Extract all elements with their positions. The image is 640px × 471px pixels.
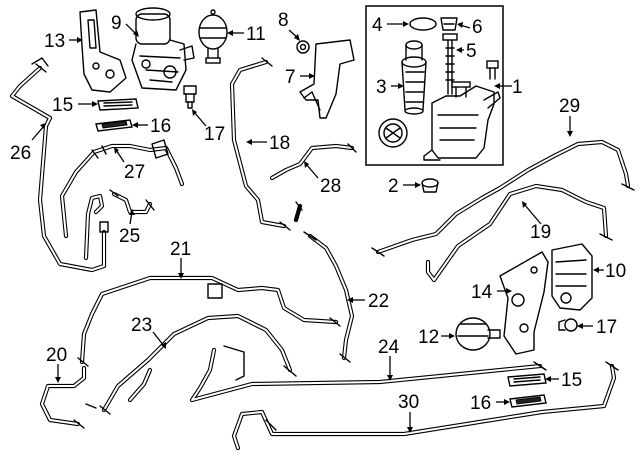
callout-5: 5 bbox=[466, 41, 477, 62]
mounting-stud bbox=[442, 33, 458, 95]
callout-1: 1 bbox=[512, 77, 523, 98]
power-steering-pump bbox=[131, 7, 195, 91]
callout-23: 23 bbox=[131, 315, 152, 336]
pressure-switch-lower bbox=[558, 318, 578, 332]
hose-24 bbox=[189, 345, 547, 403]
reservoir-grommet bbox=[421, 178, 439, 193]
cap-seal bbox=[409, 17, 437, 31]
callout-14: 14 bbox=[471, 282, 493, 303]
callout-labels: 1 2 3 4 5 6 7 8 9 10 11 12 13 14 15 15 1… bbox=[10, 10, 626, 414]
pressure-switch-upper bbox=[183, 85, 197, 109]
reservoir-tank bbox=[423, 81, 501, 161]
hose-27-loop bbox=[83, 193, 105, 261]
reservoir-lid bbox=[378, 118, 408, 148]
callout-11: 11 bbox=[246, 24, 266, 45]
callout-3: 3 bbox=[376, 77, 387, 98]
grommet bbox=[440, 17, 458, 31]
callout-17-lower: 17 bbox=[596, 317, 617, 338]
callout-28: 28 bbox=[320, 176, 341, 197]
callout-7: 7 bbox=[285, 67, 296, 88]
hose-30 bbox=[231, 361, 619, 451]
callout-10: 10 bbox=[605, 261, 626, 282]
insulator-clip-upper bbox=[95, 119, 133, 132]
callout-6: 6 bbox=[472, 17, 483, 38]
reservoir-cap-filter bbox=[401, 40, 427, 115]
callout-19: 19 bbox=[530, 222, 551, 243]
callout-16-lower: 16 bbox=[470, 393, 491, 414]
insulator-clip-lower bbox=[509, 394, 547, 408]
callout-8: 8 bbox=[278, 10, 289, 31]
mounting-bracket bbox=[499, 251, 549, 355]
insulator-pad-lower bbox=[507, 373, 547, 387]
callout-17-upper: 17 bbox=[204, 124, 225, 145]
callout-25: 25 bbox=[119, 226, 140, 247]
callout-13: 13 bbox=[44, 31, 65, 52]
hose-25 bbox=[109, 189, 155, 215]
hose-22 bbox=[303, 231, 355, 363]
bracket-nut bbox=[296, 40, 310, 54]
callout-15-upper: 15 bbox=[52, 95, 73, 116]
callout-16-upper: 16 bbox=[150, 116, 171, 137]
leader-lines bbox=[31, 21, 604, 433]
callout-29: 29 bbox=[559, 96, 580, 117]
callout-30: 30 bbox=[398, 392, 419, 413]
callout-18: 18 bbox=[269, 133, 290, 154]
pump-bracket bbox=[79, 9, 127, 93]
pressure-accumulator bbox=[198, 9, 228, 64]
callout-9: 9 bbox=[111, 13, 122, 34]
hose-21 bbox=[77, 275, 341, 367]
electric-pump bbox=[551, 243, 593, 311]
hose-bracket bbox=[299, 39, 355, 119]
callout-22: 22 bbox=[368, 291, 389, 312]
hose-28 bbox=[269, 143, 357, 223]
callout-26: 26 bbox=[10, 143, 31, 164]
hose-18 bbox=[229, 57, 291, 231]
callout-15-lower: 15 bbox=[561, 370, 582, 391]
callout-12: 12 bbox=[418, 327, 439, 348]
hose-27 bbox=[59, 139, 185, 239]
callout-24: 24 bbox=[378, 337, 400, 358]
reservoir-bolt bbox=[486, 60, 499, 80]
callout-27: 27 bbox=[124, 162, 145, 183]
reservoir-accumulator bbox=[455, 317, 501, 351]
reservoir-assembly-group bbox=[365, 5, 504, 166]
hose-29 bbox=[371, 139, 635, 257]
callout-21: 21 bbox=[170, 239, 191, 260]
hose-23 bbox=[99, 313, 297, 415]
hose-20 bbox=[39, 365, 97, 429]
hose-26 bbox=[9, 57, 109, 273]
callout-20: 20 bbox=[46, 345, 67, 366]
callout-2: 2 bbox=[388, 176, 399, 197]
hose-19 bbox=[425, 183, 613, 283]
insulator-pad-upper bbox=[97, 98, 139, 111]
callout-4: 4 bbox=[372, 15, 383, 36]
